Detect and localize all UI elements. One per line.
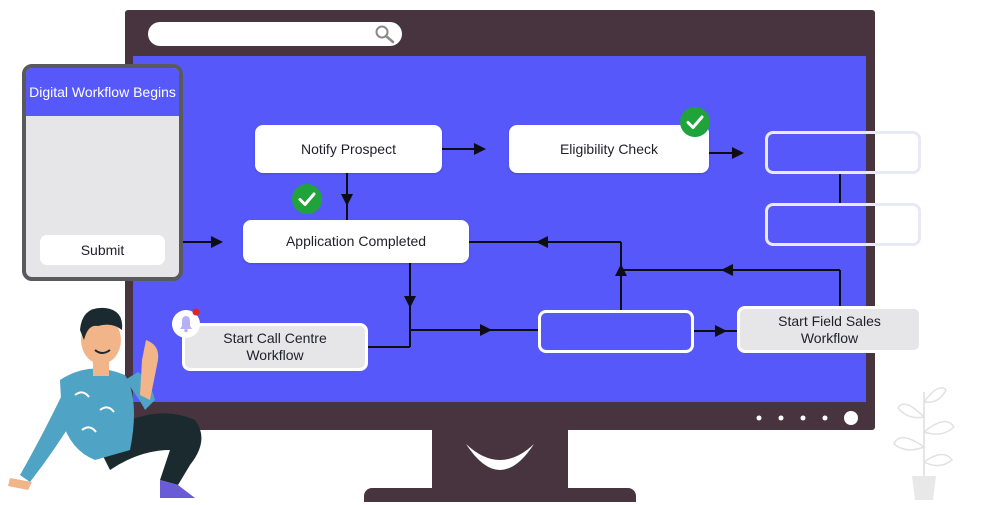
monitor-stand-logo (462, 436, 538, 478)
node-start-call-centre-workflow[interactable]: Start Call Centre Workflow (182, 323, 368, 371)
check-icon (291, 183, 323, 215)
node-label: Notify Prospect (301, 140, 396, 157)
node-label: Eligibility Check (559, 140, 659, 157)
check-icon (679, 106, 711, 138)
search-icon[interactable] (374, 24, 396, 44)
search-bar[interactable] (148, 22, 402, 46)
node-application-completed[interactable]: Application Completed (243, 220, 469, 263)
node-empty-right-top[interactable] (765, 131, 921, 174)
monitor-base (364, 488, 636, 502)
bell-icon[interactable] (171, 307, 203, 339)
page-dot-active (844, 411, 858, 425)
phone-form-card: Digital Workflow Begins Submit (22, 64, 183, 281)
form-header: Digital Workflow Begins (26, 68, 179, 116)
page-dot (800, 415, 806, 421)
pagination-dots[interactable] (748, 408, 868, 428)
person-illustration (0, 300, 220, 500)
page-dot (756, 415, 762, 421)
node-empty-right-bottom[interactable] (765, 203, 921, 246)
node-label: Start Call Centre Workflow (223, 330, 327, 363)
monitor-stand (432, 430, 568, 488)
node-start-field-sales-workflow[interactable]: Start Field Sales Workflow (737, 306, 922, 353)
node-label: Start Field Sales Workflow (778, 312, 881, 346)
submit-button[interactable]: Submit (40, 235, 165, 265)
node-label: Application Completed (285, 233, 427, 249)
node-eligibility-check[interactable]: Eligibility Check (509, 125, 709, 173)
plant-illustration (884, 372, 964, 500)
page-dot (822, 415, 828, 421)
node-notify-prospect[interactable]: Notify Prospect (255, 125, 442, 173)
page-dot (778, 415, 784, 421)
node-empty-mid[interactable] (538, 310, 694, 353)
